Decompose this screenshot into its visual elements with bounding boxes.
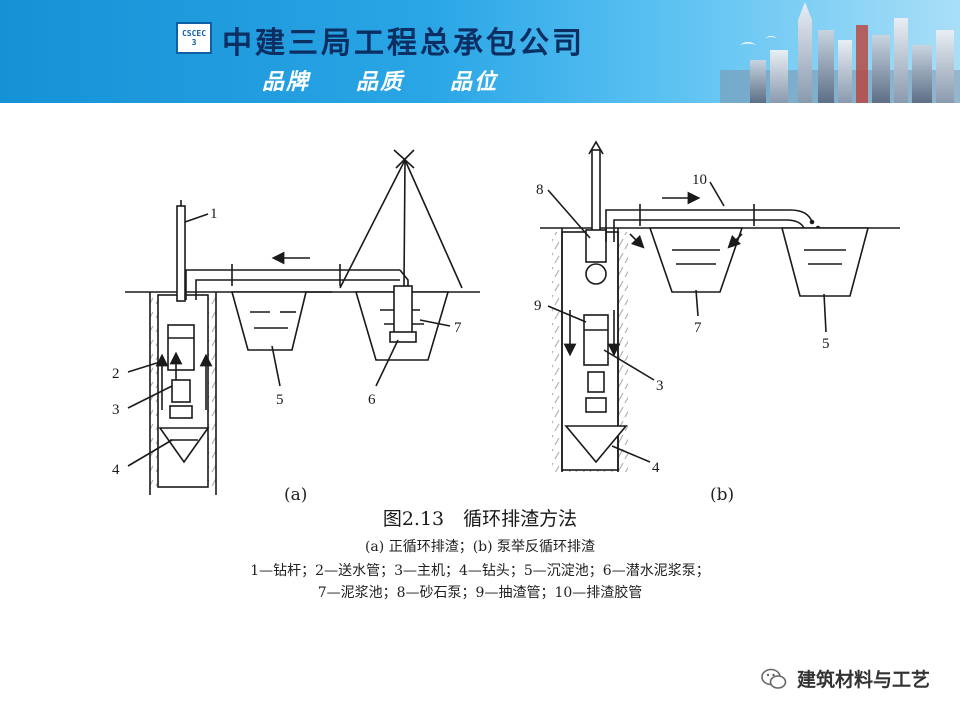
main-machine-a: [167, 324, 195, 371]
caption-line-2: 1—钻杆；2—送水管；3—主机；4—钻头；5—沉淀池；6—潜水泥浆泵；: [250, 563, 710, 579]
feed-pipe-a: [185, 269, 400, 300]
header-banner: CSCEC 3 中建三局工程总承包公司 品牌 品质 品位: [0, 0, 960, 103]
circulation-drawing: 1 2 3 4 5 6 7: [112, 140, 900, 495]
callout-b-8: 8: [536, 182, 544, 198]
settling-pit-b: [780, 227, 870, 297]
diagram-b: 8 10 9 3 7 5 4: [534, 140, 900, 476]
slogan-row: 品牌 品质 品位: [262, 64, 498, 96]
wechat-icon: [761, 668, 787, 689]
company-name: 中建三局工程总承包公司: [222, 26, 585, 61]
city-skyline-image: [720, 2, 960, 103]
watermark-text: 建筑材料与工艺: [796, 669, 930, 691]
caption-line-3: 7—泥浆池；8—砂石泵；9—抽渣管；10—排渣胶管: [317, 585, 643, 601]
diagram-a: 1 2 3 4 5 6 7: [112, 149, 480, 495]
callout-a-7: 7: [454, 320, 462, 336]
slogan-1: 品牌: [262, 69, 311, 95]
logo-text: CSCEC 3: [181, 29, 207, 47]
main-machine-b: [583, 314, 609, 366]
callout-b-7: 7: [694, 320, 702, 336]
drill-rod: [176, 205, 186, 302]
slogan-2: 品质: [356, 69, 405, 95]
slogan-3: 品位: [450, 69, 499, 95]
tripod: [339, 159, 406, 289]
watermark: 建筑材料与工艺: [761, 665, 930, 692]
mud-pump-a: [393, 285, 413, 335]
callout-b-3: 3: [656, 378, 664, 394]
callout-a-5: 5: [276, 392, 284, 408]
figure-title: 图2.13 循环排渣方法: [382, 508, 578, 530]
drill-bit-a: [158, 427, 210, 464]
callout-b-9: 9: [534, 298, 542, 314]
callout-a-1: 1: [210, 206, 218, 222]
callout-a-6: 6: [368, 392, 376, 408]
company-logo: CSCEC 3: [176, 22, 212, 54]
callout-b-10: 10: [692, 172, 707, 188]
mud-pit-b: [648, 227, 744, 293]
drill-bit-b: [564, 425, 628, 464]
callout-a-4: 4: [112, 462, 120, 478]
callout-b-5: 5: [822, 336, 830, 352]
sub-label-b: (b): [710, 485, 735, 505]
callout-a-2: 2: [112, 366, 120, 382]
callout-b-4: 4: [652, 460, 660, 476]
discharge-hose: [605, 209, 813, 242]
sub-label-a: (a): [284, 485, 308, 505]
settling-pit-a: [230, 291, 308, 351]
callout-a-3: 3: [112, 402, 120, 418]
caption-line-1: (a) 正循环排渣；(b) 泵举反循环排渣: [364, 539, 596, 555]
sand-pump: [585, 229, 607, 263]
